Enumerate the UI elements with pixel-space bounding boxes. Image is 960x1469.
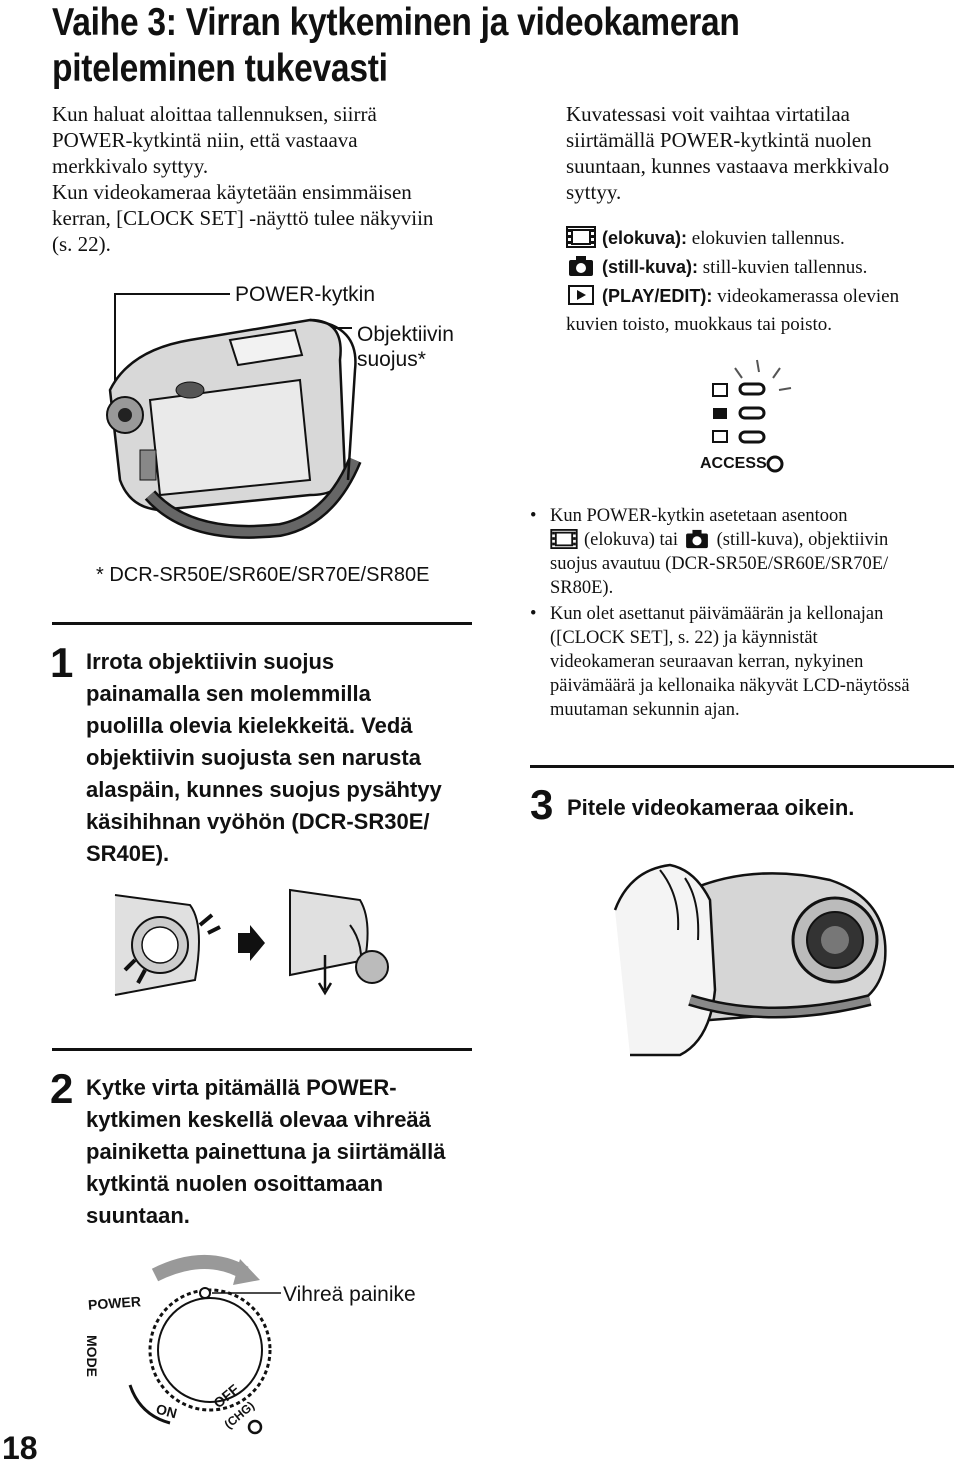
list-item: Kun olet asettanut päivämäärän ja kellon…: [530, 602, 960, 722]
bullet-1-text: (elokuva) tai: [584, 530, 678, 550]
camera-icon: [569, 256, 593, 276]
divider: [52, 622, 472, 625]
intro-line: POWER-kytkintä niin, että vastaava: [52, 128, 358, 152]
camera-icon: [685, 529, 708, 549]
page-title-line-2: piteleminen tukevasti: [52, 47, 388, 90]
mode-label: (still-kuva):: [602, 257, 699, 277]
divider: [530, 765, 954, 768]
page-title-line-1: Vaihe 3: Virran kytkeminen ja videokamer…: [52, 1, 740, 44]
step-3-number: 3: [530, 781, 554, 828]
charge-lamp-icon: [247, 1419, 263, 1435]
intro-line: (s. 22).: [52, 232, 111, 256]
mode-continuation: kuvien toisto, muokkaus tai poisto.: [566, 314, 832, 335]
hand-holding-camera-illustration: [613, 863, 887, 1057]
bullet-2-line: videokameran seuraavan kerran, nykyinen: [550, 652, 864, 672]
dial-label-mode: MODE: [84, 1335, 100, 1377]
bullet-2-line: ([CLOCK SET], s. 22) ja käynnistät: [550, 628, 818, 648]
movie-icon: [550, 529, 578, 549]
right-intro-line: syttyy.: [566, 180, 622, 204]
step-2-line: kytkintä nuolen osoittamaan: [86, 1171, 384, 1196]
intro-line: kerran, [CLOCK SET] -näyttö tulee näkyvi…: [52, 206, 434, 230]
mode-item-still: (still-kuva): still-kuvien tallennus.: [566, 253, 956, 282]
mode-label: (PLAY/EDIT):: [602, 286, 713, 306]
mode-item-play: (PLAY/EDIT): videokamerassa olevien: [566, 282, 956, 311]
page-number: 18: [2, 1430, 38, 1466]
mode-list: (elokuva): elokuvien tallennus. (still-k…: [566, 224, 956, 339]
callout-green-button: Vihreä painike: [283, 1283, 416, 1306]
step-2-line: Kytke virta pitämällä POWER-: [86, 1075, 397, 1100]
bullet-1-line: SR80E).: [550, 578, 614, 598]
play-icon: [712, 430, 728, 443]
mode-lamps-illustration: [712, 359, 792, 473]
right-intro-line: siirtämällä POWER-kytkintä nuolen: [566, 128, 872, 152]
mode-desc: elokuvien tallennus.: [691, 228, 845, 249]
step-1-line: alaspäin, kunnes suojus pysähtyy: [86, 777, 442, 802]
access-label: ACCESS: [700, 455, 767, 472]
step-1-line: objektiivin suojusta sen narusta: [86, 745, 421, 770]
step-2-line: painiketta painettuna ja siirtämällä: [86, 1139, 446, 1164]
intro-text: Kun haluat aloittaa tallennuksen, siirrä…: [52, 101, 472, 257]
rotate-arrow-icon: [233, 1259, 260, 1285]
lens-cover-illustration: [114, 888, 389, 996]
right-intro-text: Kuvatessasi voit vaihtaa virtatilaa siir…: [566, 101, 956, 205]
step-3-text: Pitele videokameraa oikein.: [567, 795, 855, 820]
notes-list: Kun POWER-kytkin asetetaan asentoon (elo…: [530, 504, 960, 724]
camera-illustration: [106, 293, 362, 539]
intro-line: Kun videokameraa käytetään ensimmäisen: [52, 180, 412, 204]
bullet-2-line: päivämäärä ja kellonaika näkyvät LCD-näy…: [550, 676, 910, 696]
step-1-line: SR40E).: [86, 841, 170, 866]
callout-lens-cover: Objektiivin suojus*: [357, 322, 454, 372]
step-1-number: 1: [50, 639, 74, 686]
callout-lens-cover-line-1: Objektiivin: [357, 323, 454, 346]
movie-icon: [566, 226, 596, 248]
right-intro-line: suuntaan, kunnes vastaava merkkivalo: [566, 154, 890, 178]
mode-desc: still-kuvien tallennus.: [702, 257, 868, 278]
bullet-1-line: Kun POWER-kytkin asetetaan asentoon: [550, 506, 848, 526]
bullet-2-line: Kun olet asettanut päivämäärän ja kellon…: [550, 604, 884, 624]
play-icon: [568, 285, 594, 305]
mode-item-movie: (elokuva): elokuvien tallennus.: [566, 224, 956, 253]
bullet-1-line-2: (elokuva) tai (still-kuva), objektiivin: [550, 528, 960, 552]
camera-icon: [713, 408, 727, 419]
step-2-line: suuntaan.: [86, 1203, 190, 1228]
right-intro-line: Kuvatessasi voit vaihtaa virtatilaa: [566, 102, 850, 126]
footnote: * DCR-SR50E/SR60E/SR70E/SR80E: [96, 564, 430, 586]
mode-desc: videokamerassa olevien: [717, 286, 900, 307]
step-1-line: painamalla sen molemmilla: [86, 681, 371, 706]
bullet-2-line: muutaman sekunnin ajan.: [550, 700, 740, 720]
green-button-marker: [199, 1287, 211, 1299]
bullet-1-text: (still-kuva), objektiivin: [716, 530, 889, 550]
page-title: Vaihe 3: Virran kytkeminen ja videokamer…: [52, 0, 826, 92]
power-dial-illustration: [128, 1255, 281, 1435]
step-2-line: kytkimen keskellä olevaa vihreää: [86, 1107, 431, 1132]
step-1-line: puolilla olevia kielekkeitä. Vedä: [86, 713, 413, 738]
step-2-text: Kytke virta pitämällä POWER- kytkimen ke…: [86, 1072, 486, 1232]
bullet-1-line: suojus avautuu (DCR-SR50E/SR60E/SR70E/: [550, 554, 889, 574]
divider: [52, 1048, 472, 1051]
intro-line: Kun haluat aloittaa tallennuksen, siirrä: [52, 102, 377, 126]
step-1-line: Irrota objektiivin suojus: [86, 649, 335, 674]
callout-lens-cover-line-2: suojus*: [357, 348, 426, 371]
mode-label: (elokuva):: [602, 228, 688, 248]
access-lamp-icon: [766, 455, 784, 473]
movie-icon: [712, 383, 728, 397]
arrow-right-icon: [238, 925, 265, 961]
intro-line: merkkivalo syttyy.: [52, 154, 209, 178]
step-1-text: Irrota objektiivin suojus painamalla sen…: [86, 646, 486, 870]
step-1-line: käsihihnan vyöhön (DCR-SR30E/: [86, 809, 430, 834]
step-2-number: 2: [50, 1065, 74, 1112]
callout-power-switch: POWER-kytkin: [235, 283, 376, 306]
list-item: Kun POWER-kytkin asetetaan asentoon (elo…: [530, 504, 960, 600]
